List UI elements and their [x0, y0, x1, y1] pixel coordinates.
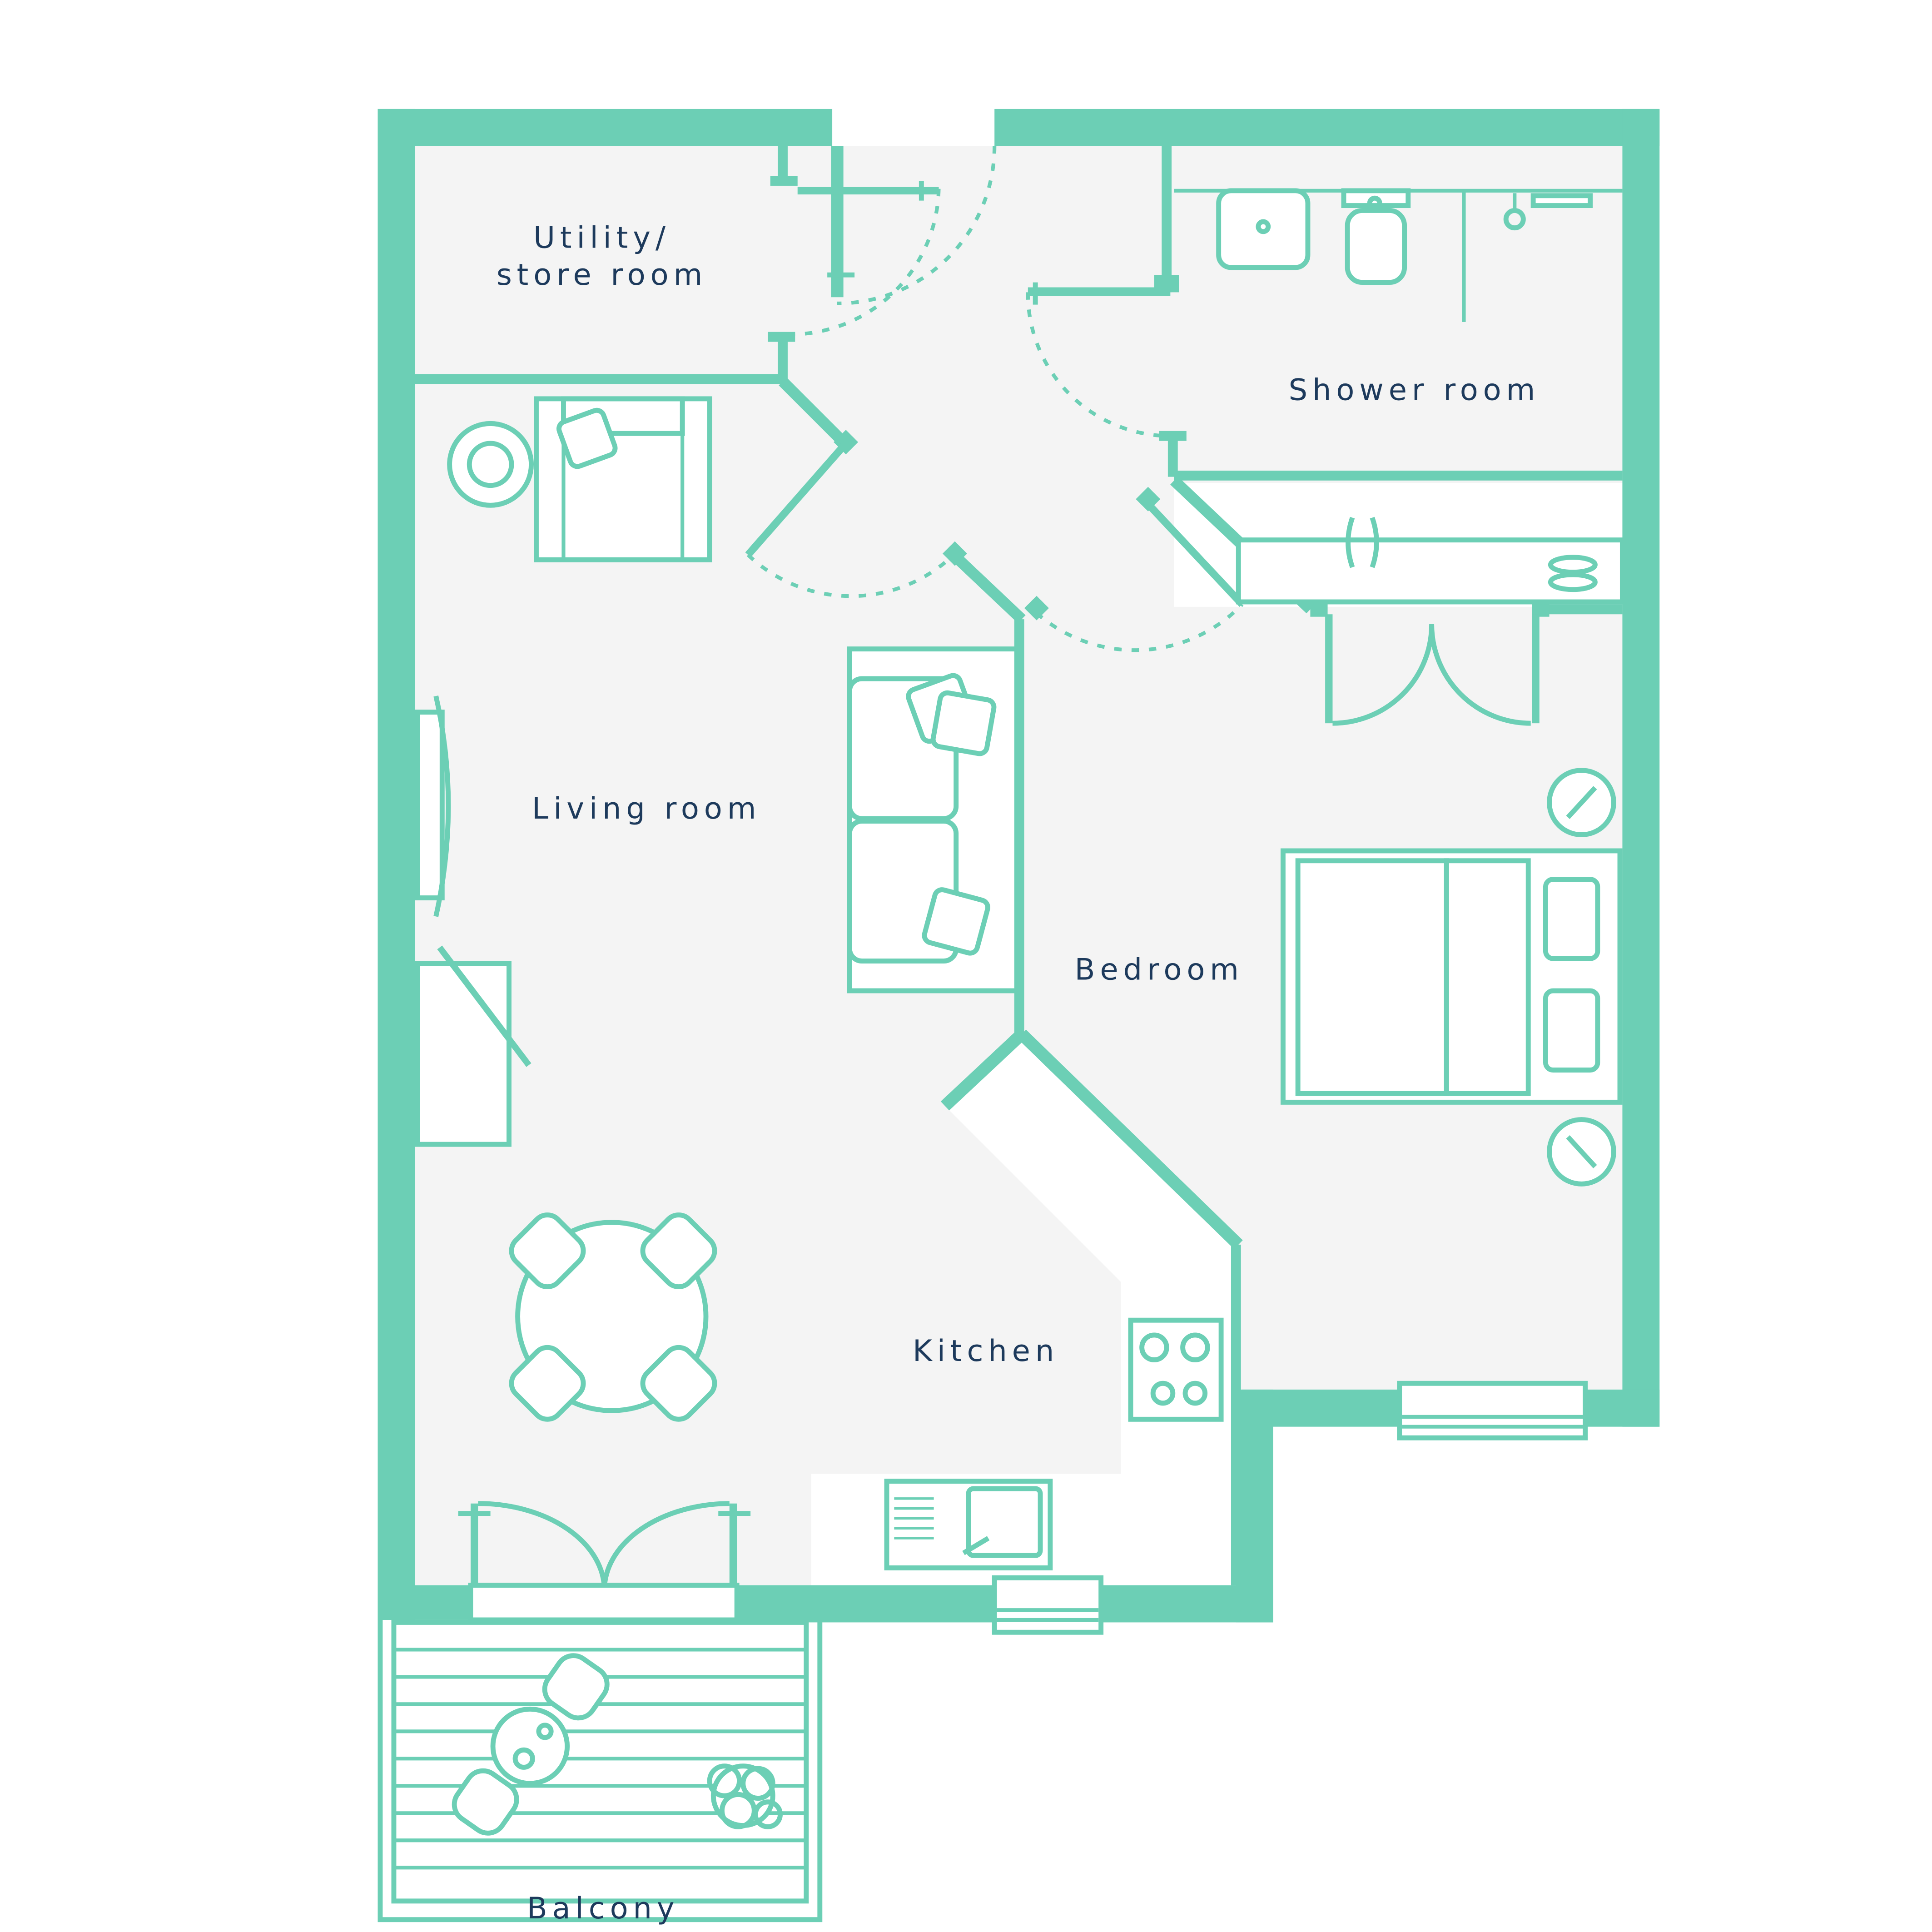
desk-lamp-icon [437, 945, 531, 1067]
entrance-door-swing [837, 146, 997, 306]
wall-top-left [377, 109, 833, 146]
lamp-icon [1566, 786, 1597, 819]
pillow-icon [1543, 877, 1600, 961]
tap-icon [962, 1536, 990, 1555]
hob-icon [1128, 1317, 1224, 1422]
bistro-cup-2 [536, 1723, 554, 1740]
windows [468, 1381, 1588, 1635]
wardrobe [1236, 517, 1625, 605]
utility-door-leaf [797, 187, 939, 195]
tv-icon [433, 695, 451, 917]
wall-kitchen-step [1236, 1389, 1273, 1623]
kitchen-fixtures [884, 1317, 1224, 1570]
label-shower-room: Shower room [1289, 373, 1540, 407]
balcony-opening [468, 1583, 740, 1623]
balcony [377, 1614, 823, 1922]
wardrobe-door-swing [1332, 624, 1531, 726]
toilet-icon [1345, 208, 1407, 285]
shower-valve [1530, 193, 1593, 209]
side-table [447, 421, 534, 508]
kitchen-window [992, 1575, 1104, 1635]
label-kitchen: Kitchen [913, 1334, 1059, 1368]
utility-door-swing [787, 187, 941, 337]
shower-door-swing [1026, 292, 1168, 438]
bistro-cup [512, 1747, 535, 1770]
wall-shower-left [1162, 146, 1172, 293]
plant-icon [707, 1763, 783, 1829]
sofa-cushion-bottom [922, 887, 990, 956]
wall-utility-bottom [415, 374, 783, 384]
cushion-icon [556, 407, 618, 469]
living-door-leaf [745, 441, 849, 557]
balcony-chair-top [542, 1653, 610, 1721]
wall-right [1622, 109, 1660, 1427]
tv-unit [415, 710, 445, 901]
bedroom-window [1397, 1381, 1588, 1440]
wardrobe-rail [1236, 537, 1625, 605]
wall-left [377, 109, 415, 1620]
bedroom-door-leaf [1147, 502, 1245, 607]
hanger-icon [1346, 517, 1355, 568]
wall-top-right [994, 109, 1660, 146]
kitchen-counter-floor [811, 1034, 1236, 1585]
dining-chair [509, 1212, 586, 1289]
shower-fixtures [1174, 188, 1623, 322]
label-bedroom: Bedroom [1075, 952, 1244, 987]
bedroom-door-swing [1035, 603, 1244, 652]
outside-area [1242, 1389, 1660, 1932]
label-utility-line2: store room [497, 258, 708, 292]
balcony-chair-bottom [452, 1768, 519, 1836]
desk [415, 961, 512, 1147]
doors [458, 146, 1531, 1590]
label-living-room: Living room [532, 791, 761, 826]
living-furniture [415, 396, 1019, 1422]
bistro-table [490, 1706, 570, 1786]
wall-bottom-left [377, 1585, 471, 1620]
bedroom-furniture [1280, 768, 1623, 1187]
label-utility-line1: Utility/ [533, 220, 670, 255]
room-labels: Utility/ store room Shower room Living r… [497, 220, 1540, 1926]
wall-shower-bottom [1174, 470, 1623, 481]
wall-utility-stub [778, 334, 788, 384]
living-door-swing [746, 553, 955, 598]
kitchen-sink-icon [966, 1486, 1043, 1558]
label-balcony: Balcony [527, 1891, 680, 1926]
